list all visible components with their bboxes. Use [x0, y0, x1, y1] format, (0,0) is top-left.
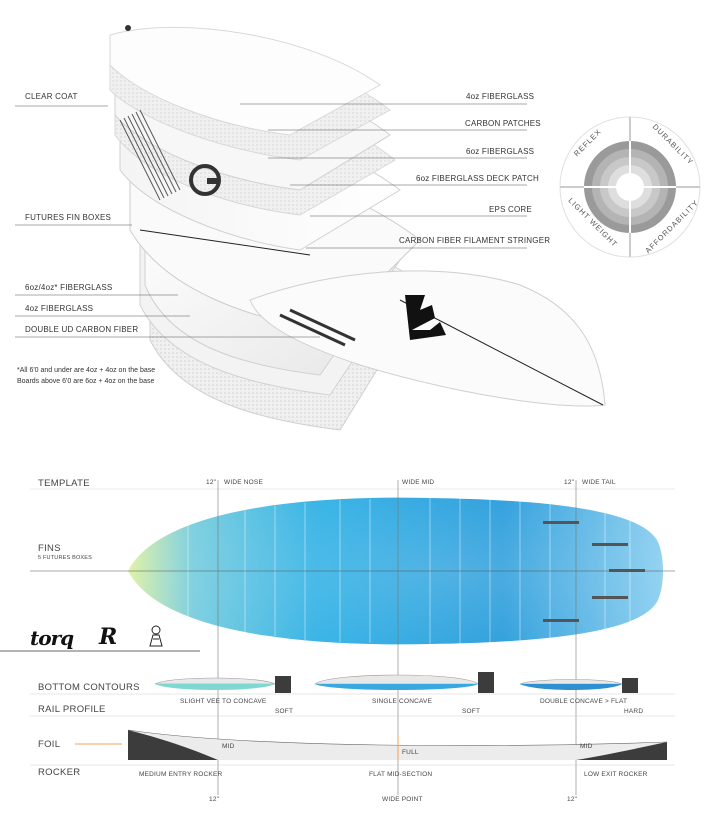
layer-label-deck-patch: 6oz FIBERGLASS DECK PATCH	[416, 174, 539, 183]
ratings-dial	[559, 116, 701, 258]
rocker-title: ROCKER	[38, 767, 81, 778]
fins-subtitle: 5 FUTURES BOXES	[38, 555, 93, 561]
fins-title: FINS	[38, 543, 61, 554]
rocker-nose-marker: 12"	[209, 796, 220, 803]
rocker-tail-label: LOW EXIT ROCKER	[584, 771, 648, 778]
fin-boxes	[543, 521, 645, 622]
fin-box-bottom-rear	[592, 596, 628, 599]
rusty-logo: R	[99, 624, 118, 650]
leader-lines	[15, 103, 527, 338]
bottom-contours-title: BOTTOM CONTOURS	[38, 682, 140, 693]
deck-carbon-strip	[279, 308, 356, 347]
rail-profile-title: RAIL PROFILE	[38, 704, 106, 715]
wide-nose-label: WIDE NOSE	[224, 479, 263, 486]
layer-label-eps-core: EPS CORE	[489, 205, 532, 214]
footnote-line-2: Boards above 6'0 are 6oz + 4oz on the ba…	[17, 378, 155, 385]
contour-nose-label: SLIGHT VEE TO CONCAVE	[180, 698, 267, 705]
rail-nose-label: SOFT	[275, 708, 294, 715]
fin-box-center	[609, 569, 645, 572]
rocker-nose-label: MEDIUM ENTRY ROCKER	[139, 771, 223, 778]
layer-shape-clear-coat	[109, 26, 381, 136]
tail-12-marker: 12"	[564, 479, 575, 486]
layer-label-futures-fin-boxes: FUTURES FIN BOXES	[25, 213, 112, 222]
torq-q-mark	[189, 164, 221, 196]
footnote-line-1: *All 6'0 and under are 4oz + 4oz on the …	[17, 367, 156, 374]
layer-label-clear-coat: CLEAR COAT	[25, 92, 78, 101]
layer-label-4oz-fiberglass-base: 4oz FIBERGLASS	[25, 304, 94, 313]
fin-box-top-front	[543, 521, 579, 524]
fin-box-top-rear	[592, 543, 628, 546]
nose-12-marker: 12"	[206, 479, 217, 486]
foil-mid-label: FULL	[402, 749, 419, 756]
contour-tail-label: DOUBLE CONCAVE > FLAT	[540, 698, 628, 705]
rail-mid-label: SOFT	[462, 708, 481, 715]
layer-label-carbon-patches: CARBON PATCHES	[465, 119, 541, 128]
rusty-mark	[405, 295, 446, 340]
rocker-tail-marker: 12"	[567, 796, 578, 803]
layer-label-6oz-4oz-fiberglass: 6oz/4oz* FIBERGLASS	[25, 283, 113, 292]
foil-title: FOIL	[38, 739, 61, 750]
foil-nose-label: MID	[222, 743, 235, 750]
finished-board-deck	[249, 270, 606, 407]
torq-logo: torq	[30, 626, 74, 650]
rail-tail-label: HARD	[624, 708, 644, 715]
layer-label-carbon-stringer: CARBON FIBER FILAMENT STRINGER	[399, 236, 551, 245]
contour-mid-label: SINGLE CONCAVE	[372, 698, 433, 705]
mascot-logo	[147, 624, 165, 648]
template-title: TEMPLATE	[38, 478, 90, 489]
layer-label-double-ud-carbon: DOUBLE UD CARBON FIBER	[25, 325, 139, 334]
wide-mid-label: WIDE MID	[402, 479, 435, 486]
layer-label-4oz-fiberglass: 4oz FIBERGLASS	[466, 92, 535, 101]
rocker-mid-label: FLAT MID-SECTION	[369, 771, 433, 778]
wide-tail-label: WIDE TAIL	[582, 479, 616, 486]
contour-mid	[314, 672, 494, 693]
nose-dot	[125, 25, 131, 31]
fin-box-bottom-front	[543, 619, 579, 622]
foil-rocker-profile	[127, 729, 668, 760]
carbon-stripes	[119, 109, 181, 201]
stringer-line	[139, 229, 311, 256]
contour-tail	[519, 678, 638, 693]
exploded-board-construction	[15, 25, 606, 431]
contour-nose	[154, 676, 291, 693]
rocker-wide-point-marker: WIDE POINT	[382, 796, 423, 803]
layer-label-6oz-fiberglass: 6oz FIBERGLASS	[466, 147, 535, 156]
foil-tail-label: MID	[580, 743, 593, 750]
